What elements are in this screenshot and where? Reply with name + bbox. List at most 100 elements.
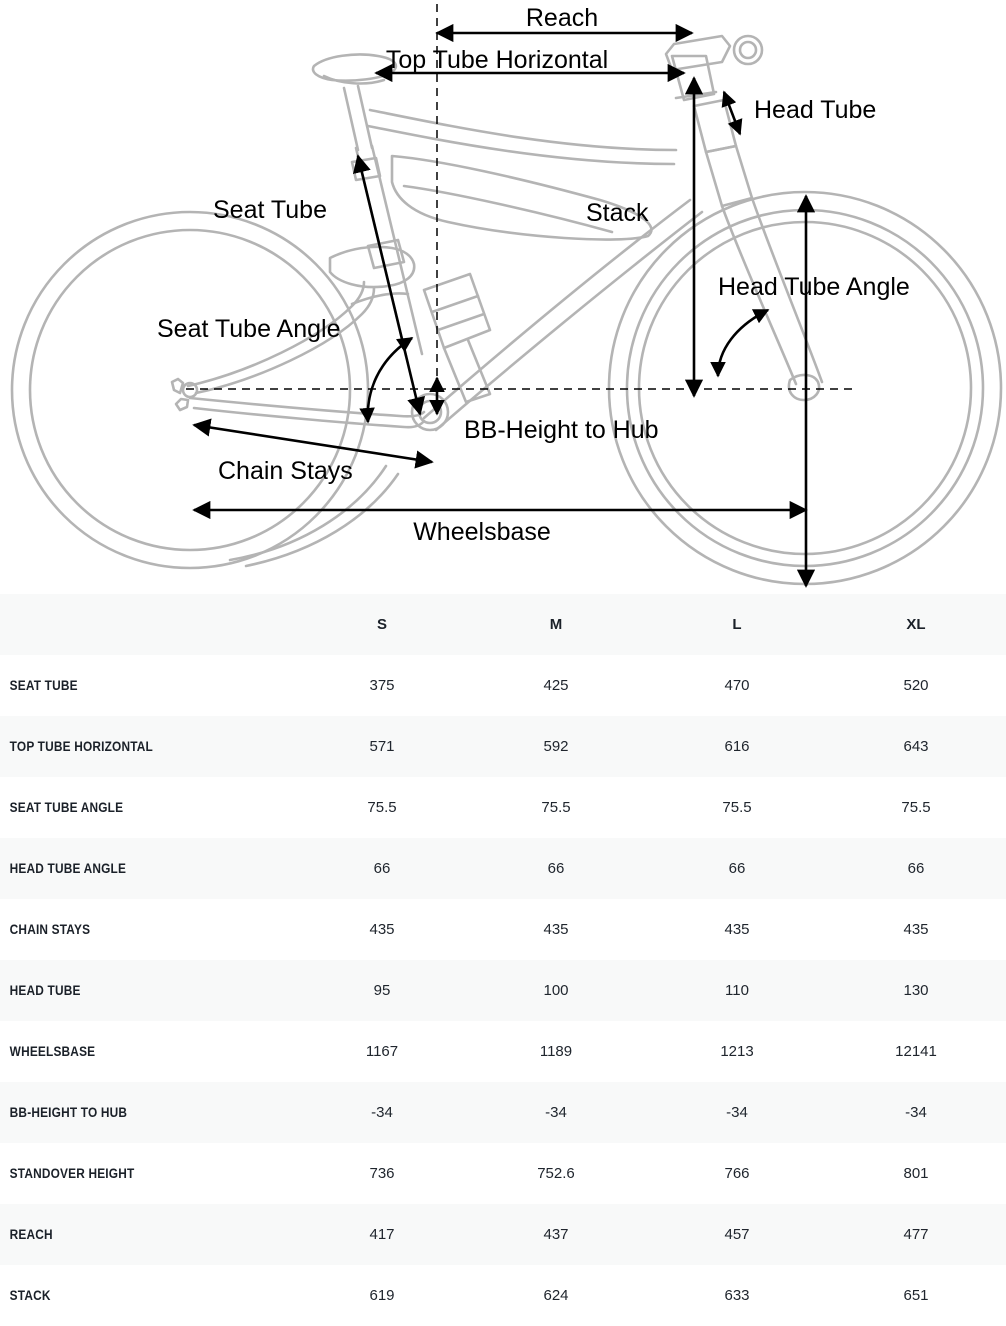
cell-m: 435 xyxy=(543,921,569,938)
cell-m: 100 xyxy=(543,982,569,999)
cell-l: 1213 xyxy=(720,1043,754,1060)
label-wheelsbase: Wheelsbase xyxy=(413,518,551,546)
cell-l: 616 xyxy=(724,738,750,755)
cell-xl: 477 xyxy=(903,1226,929,1243)
seat-tube-angle-arc xyxy=(359,336,414,424)
row-label: BB-HEIGHT TO HUB xyxy=(9,1105,128,1120)
row-label: REACH xyxy=(9,1227,53,1242)
head-tube-angle-arc xyxy=(710,308,770,378)
cell-m: 66 xyxy=(547,860,565,877)
label-seat-tube: Seat Tube xyxy=(213,196,327,224)
cell-xl: 75.5 xyxy=(901,799,931,816)
rear-wheel-tire xyxy=(10,210,370,570)
cell-m: 437 xyxy=(543,1226,569,1243)
cell-xl: 801 xyxy=(903,1165,929,1182)
cell-xl: 130 xyxy=(903,982,929,999)
row-label: SEAT TUBE ANGLE xyxy=(9,800,124,815)
geometry-table: S M L XL SEAT TUBE 375 425 470 520 TOP TUBE … xyxy=(0,594,1006,1326)
table-row: SEAT TUBE ANGLE 75.5 75.5 75.5 75.5 xyxy=(0,777,1006,838)
table-header-xl: XL xyxy=(906,616,926,633)
suspension-linkage xyxy=(390,154,653,241)
cell-s: 95 xyxy=(373,982,391,999)
row-label: SEAT TUBE xyxy=(9,678,78,693)
table-row: STANDOVER HEIGHT 736 752.6 766 801 xyxy=(0,1143,1006,1204)
cell-s: 375 xyxy=(369,677,395,694)
cell-s: 75.5 xyxy=(367,799,397,816)
chain-stay xyxy=(188,396,426,418)
table-header-l: L xyxy=(732,616,742,633)
guide-lines xyxy=(186,4,852,398)
cell-s: 435 xyxy=(369,921,395,938)
cell-m: 1189 xyxy=(539,1043,573,1060)
annotation-arrows xyxy=(192,23,816,588)
cell-xl: 643 xyxy=(903,738,929,755)
cell-xl: 520 xyxy=(903,677,929,694)
cell-xl: 651 xyxy=(903,1287,929,1304)
label-chain-stays: Chain Stays xyxy=(218,457,353,485)
cell-l: 66 xyxy=(728,860,746,877)
seat-post xyxy=(342,86,360,152)
cell-s: 571 xyxy=(369,738,395,755)
row-label: STACK xyxy=(9,1288,51,1303)
cell-l: 633 xyxy=(724,1287,750,1304)
cell-s: 736 xyxy=(369,1165,395,1182)
bike-geometry-diagram: Reach Top Tube Horizontal Head Tube Seat… xyxy=(0,0,1006,594)
rear-wheel-rim xyxy=(28,228,352,552)
table-row: TOP TUBE HORIZONTAL 571 592 616 643 xyxy=(0,716,1006,777)
row-label: TOP TUBE HORIZONTAL xyxy=(9,739,153,754)
cell-s: 66 xyxy=(373,860,391,877)
fork-dropout xyxy=(787,373,821,402)
cell-m: 75.5 xyxy=(541,799,571,816)
label-seat-tube-angle: Seat Tube Angle xyxy=(157,315,340,343)
row-label: HEAD TUBE xyxy=(9,983,81,998)
seat-tube-collar xyxy=(350,156,382,182)
cell-s: -34 xyxy=(371,1104,393,1121)
cell-l: 766 xyxy=(724,1165,750,1182)
cell-xl: 66 xyxy=(907,860,925,877)
down-tube xyxy=(422,198,692,420)
label-stack: Stack xyxy=(586,199,649,227)
cell-xl: 435 xyxy=(903,921,929,938)
table-row: HEAD TUBE 95 100 110 130 xyxy=(0,960,1006,1021)
row-label: CHAIN STAYS xyxy=(9,922,91,937)
row-label: WHEELSBASE xyxy=(9,1044,96,1059)
table-row: STACK 619 624 633 651 xyxy=(0,1265,1006,1326)
cell-l: 457 xyxy=(724,1226,750,1243)
row-label: STANDOVER HEIGHT xyxy=(9,1166,135,1181)
shock-shaft xyxy=(442,338,492,404)
cell-m: 624 xyxy=(543,1287,569,1304)
table-row: WHEELSBASE 1167 1189 1213 12141 xyxy=(0,1021,1006,1082)
table-row: BB-HEIGHT TO HUB -34 -34 -34 -34 xyxy=(0,1082,1006,1143)
cell-m: 752.6 xyxy=(537,1165,575,1182)
cell-s: 1167 xyxy=(365,1043,399,1060)
top-tube xyxy=(368,108,678,152)
rear-dropout xyxy=(170,377,185,395)
cell-l: 470 xyxy=(724,677,750,694)
table-header-blank xyxy=(0,594,264,655)
table-row: SEAT TUBE 375 425 470 520 xyxy=(0,655,1006,716)
cell-l: 75.5 xyxy=(722,799,752,816)
cell-l: 110 xyxy=(725,982,749,999)
head-tube-arrow xyxy=(721,90,743,136)
cell-xl: 12141 xyxy=(895,1043,937,1060)
table-header-m: M xyxy=(549,616,563,633)
fork-lower-left xyxy=(720,204,798,386)
fork-stanchion xyxy=(704,144,754,208)
cell-m: 592 xyxy=(543,738,569,755)
cell-xl: -34 xyxy=(905,1104,927,1121)
table-header-row: S M L XL xyxy=(0,594,1006,655)
chain-stays-arrow xyxy=(192,418,434,469)
cell-s: 619 xyxy=(369,1287,395,1304)
cell-m: 425 xyxy=(543,677,569,694)
annotation-labels: Reach Top Tube Horizontal Head Tube Seat… xyxy=(157,4,910,546)
label-head-tube: Head Tube xyxy=(754,96,876,124)
label-bb-height-to-hub: BB-Height to Hub xyxy=(464,416,659,444)
cell-m: -34 xyxy=(545,1104,567,1121)
label-top-tube-horizontal: Top Tube Horizontal xyxy=(386,46,608,74)
handlebar xyxy=(732,34,764,66)
label-head-tube-angle: Head Tube Angle xyxy=(718,273,910,301)
cell-l: -34 xyxy=(726,1104,748,1121)
